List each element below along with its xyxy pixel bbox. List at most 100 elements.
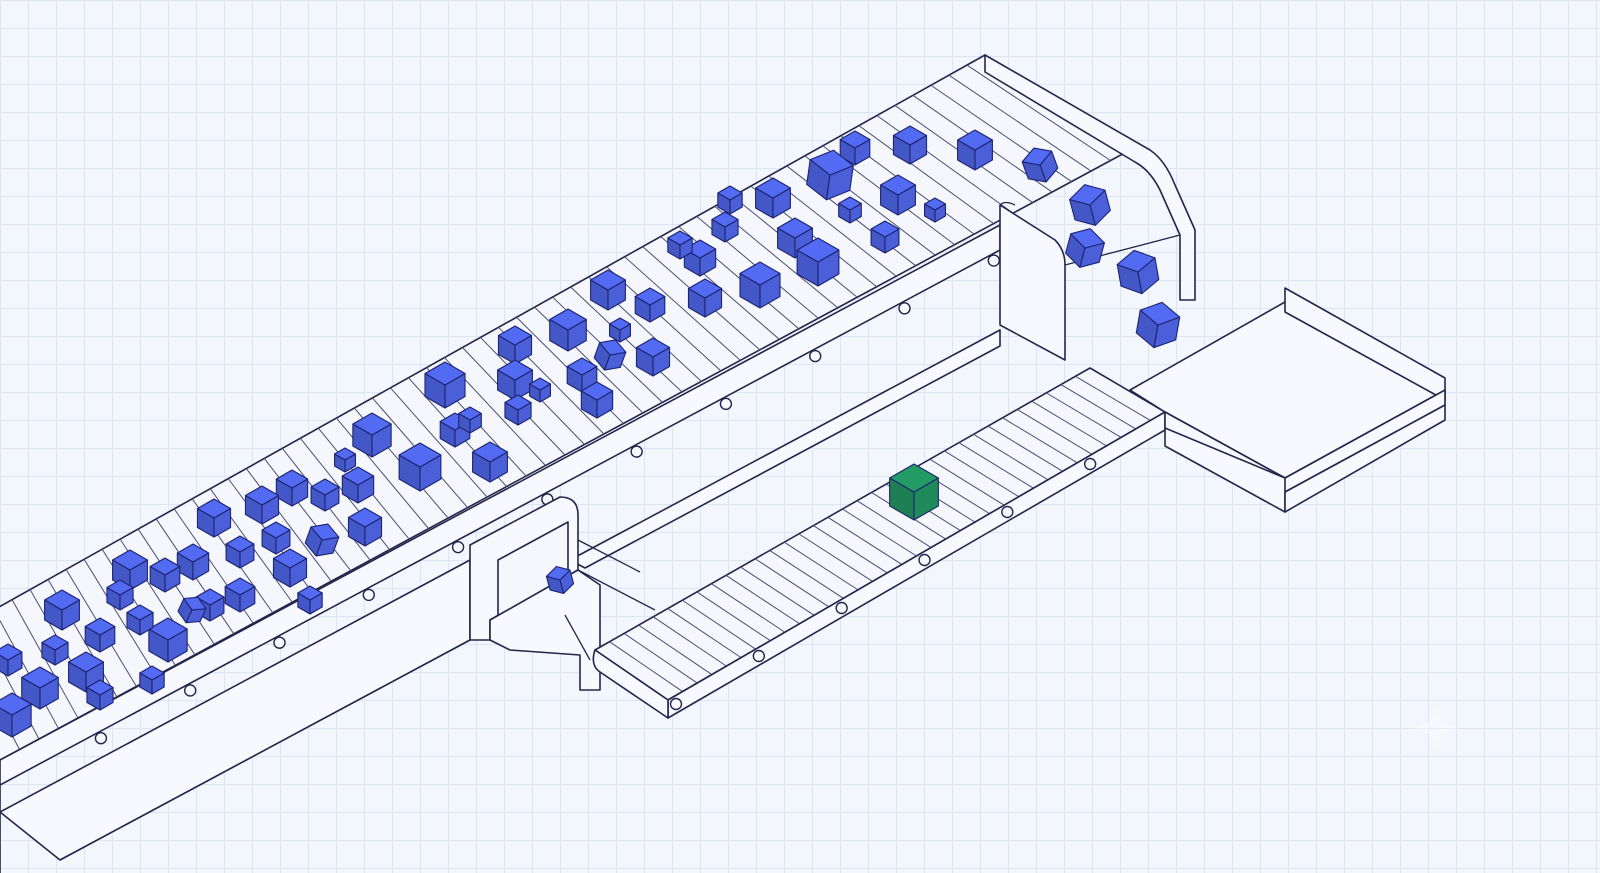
belt-slat bbox=[0, 619, 59, 729]
belt-slat bbox=[827, 516, 903, 565]
blue-box bbox=[529, 377, 551, 403]
blue-box bbox=[593, 339, 627, 371]
blue-box bbox=[635, 337, 671, 377]
belt-slat bbox=[624, 256, 741, 361]
gate-sensor-line bbox=[564, 614, 591, 661]
blue-box bbox=[176, 543, 210, 581]
blue-box bbox=[924, 197, 946, 223]
roller-bolt bbox=[835, 601, 848, 615]
blue-box bbox=[272, 548, 308, 588]
belt-slat bbox=[570, 286, 683, 393]
roller-bolt bbox=[273, 636, 286, 649]
blue-box bbox=[870, 220, 900, 254]
blue-box bbox=[580, 381, 614, 419]
blue-box bbox=[244, 485, 280, 525]
roller-bolt bbox=[1001, 505, 1014, 519]
blue-box bbox=[310, 478, 340, 512]
roller-bolt bbox=[809, 349, 822, 363]
blue-box bbox=[149, 557, 181, 593]
blue-box bbox=[196, 498, 232, 538]
blue-box bbox=[1135, 301, 1181, 349]
belt-slat bbox=[1046, 392, 1122, 438]
blue-box bbox=[21, 666, 59, 710]
blue-box bbox=[225, 535, 255, 569]
blue-box bbox=[106, 579, 134, 611]
belt-slat bbox=[711, 583, 786, 633]
blue-box bbox=[424, 361, 466, 409]
roller-bolt bbox=[918, 553, 931, 567]
blue-box bbox=[334, 447, 356, 473]
roller-bolt bbox=[630, 445, 643, 458]
blue-box bbox=[1116, 249, 1160, 295]
roller-bolt bbox=[451, 540, 465, 554]
blue-box bbox=[711, 211, 739, 243]
blue-box bbox=[84, 617, 116, 653]
green-box bbox=[889, 463, 939, 521]
belt-slat bbox=[1031, 400, 1107, 447]
blue-box bbox=[261, 521, 291, 555]
belt-slat bbox=[335, 417, 430, 529]
blue-box bbox=[892, 125, 928, 165]
blue-box bbox=[634, 287, 666, 323]
blue-box bbox=[472, 441, 508, 483]
collection-tray bbox=[1129, 287, 1446, 513]
blue-box bbox=[590, 269, 626, 311]
belt-slat bbox=[390, 387, 488, 498]
roller-bolt bbox=[1083, 457, 1097, 471]
roller-bolt bbox=[987, 254, 1000, 267]
roller-bolt bbox=[898, 302, 911, 315]
blue-box bbox=[0, 692, 32, 738]
belt-slat bbox=[83, 559, 157, 677]
blue-box bbox=[717, 185, 743, 215]
belt-slat bbox=[696, 591, 771, 642]
blue-box bbox=[1021, 147, 1059, 183]
blue-box bbox=[549, 308, 587, 352]
hood-side-panel bbox=[984, 54, 1196, 301]
gate-base bbox=[489, 569, 601, 691]
belt-slat bbox=[1075, 375, 1151, 421]
blue-box bbox=[1065, 228, 1105, 268]
hood-front-panel bbox=[999, 204, 1066, 361]
blue-box bbox=[880, 174, 916, 216]
blue-box bbox=[957, 129, 993, 171]
belt-slat bbox=[1060, 384, 1137, 430]
belt-slat bbox=[783, 541, 859, 591]
blue-box bbox=[504, 394, 532, 426]
blue-box bbox=[347, 507, 383, 547]
belt-slat bbox=[858, 125, 994, 225]
blue-box bbox=[341, 466, 375, 504]
belt-slat bbox=[987, 425, 1063, 472]
blue-box bbox=[41, 634, 69, 666]
belt-slat bbox=[958, 442, 1034, 489]
roller-bolt bbox=[94, 732, 108, 745]
belt-slat bbox=[740, 566, 815, 616]
main-conveyor-lower-beam-right bbox=[569, 329, 1001, 569]
output-conveyor-end-cap bbox=[592, 649, 669, 719]
blue-box bbox=[86, 679, 114, 711]
belt-slat bbox=[638, 624, 713, 676]
blue-box bbox=[739, 261, 781, 309]
belt-slat bbox=[754, 558, 830, 608]
blue-box bbox=[177, 596, 207, 624]
belt-slat bbox=[725, 574, 800, 625]
chute-hood bbox=[984, 54, 1196, 361]
blue-box bbox=[0, 643, 23, 677]
roller-bolt bbox=[719, 397, 733, 411]
blue-box bbox=[148, 617, 188, 663]
blue-box bbox=[545, 565, 575, 595]
belt-slat bbox=[798, 533, 873, 582]
blue-box bbox=[275, 469, 309, 507]
blue-box bbox=[126, 604, 154, 636]
blue-box bbox=[667, 230, 693, 260]
sparkle-icon bbox=[1412, 705, 1458, 751]
blue-box bbox=[352, 412, 392, 458]
belt-slat bbox=[973, 433, 1049, 481]
blue-box bbox=[44, 589, 80, 631]
beam-edge bbox=[59, 639, 471, 861]
belt-slat bbox=[682, 599, 756, 650]
blue-box bbox=[609, 317, 631, 343]
blue-box bbox=[806, 149, 854, 201]
belt-slat bbox=[609, 641, 683, 692]
